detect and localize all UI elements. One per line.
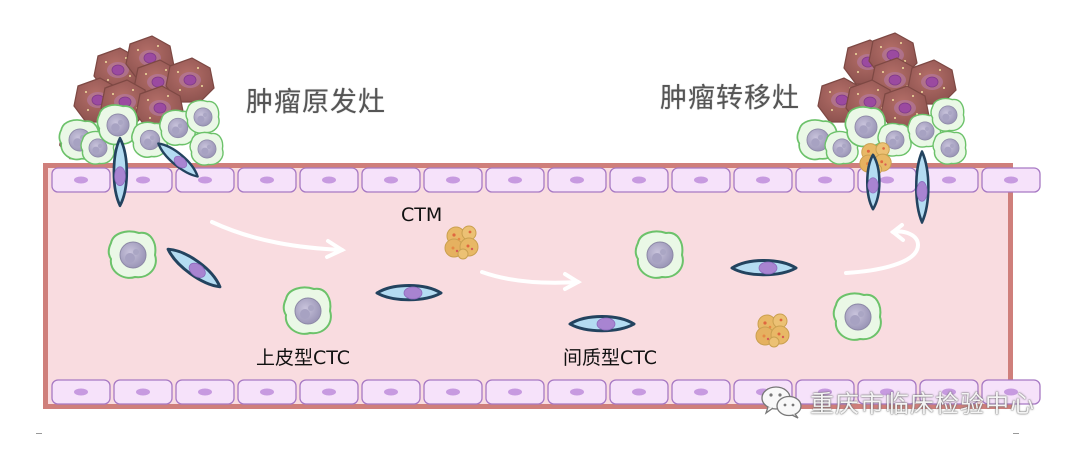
endothelial-cell xyxy=(795,167,855,193)
endothelial-cell xyxy=(981,167,1041,193)
vessel-lumen xyxy=(48,168,1008,404)
endothelial-cell xyxy=(51,167,111,193)
endothelial-cell xyxy=(547,167,607,193)
endothelial-cell xyxy=(733,167,793,193)
wechat-icon xyxy=(761,385,802,419)
ctm-cluster xyxy=(444,225,479,260)
ctm-label: CTM xyxy=(401,204,443,226)
flow-arrows xyxy=(210,220,921,291)
endothelial-cell xyxy=(113,379,173,405)
endothelial-cell xyxy=(361,379,421,405)
metastatic-tumor-label: 肿瘤转移灶 xyxy=(660,83,800,114)
endothelial-cell xyxy=(175,379,235,405)
ctm-cluster xyxy=(755,313,790,348)
endothelial-cell xyxy=(609,379,669,405)
flow-arrow-1 xyxy=(210,220,344,252)
blood-vessel xyxy=(43,163,1041,409)
epithelial-ctc-cell xyxy=(634,230,684,279)
endothelial-cell xyxy=(547,379,607,405)
epithelial-ctc-cell xyxy=(832,292,882,341)
flow-arrow-2 xyxy=(480,270,580,285)
endothelial-cell xyxy=(237,379,297,405)
endothelial-cell xyxy=(423,379,483,405)
corner-mark-left xyxy=(36,433,42,434)
primary-tumor-label: 肿瘤原发灶 xyxy=(246,87,386,118)
corner-mark-right xyxy=(1013,433,1019,434)
endothelial-cell xyxy=(361,167,421,193)
endothelial-cell xyxy=(237,167,297,193)
endothelial-cell xyxy=(485,379,545,405)
endothelial-cell xyxy=(299,379,359,405)
flow-arrow-3 xyxy=(844,229,921,275)
epithelial-ctc-cell xyxy=(282,286,332,335)
watermark-text: 重庆市临床检验中心 xyxy=(810,390,1035,418)
mesenchymal-ctc-cell xyxy=(375,284,443,302)
endothelial-cell xyxy=(423,167,483,193)
flow-arrow-2-head xyxy=(563,272,583,291)
mesenchymal-ctc-cell xyxy=(568,315,636,333)
watermark: 重庆市临床检验中心 xyxy=(760,384,1035,419)
flow-arrow-3-head xyxy=(889,223,905,242)
endothelial-cell xyxy=(609,167,669,193)
mesenchymal-ctc-cell xyxy=(730,259,798,277)
mesenchymal-ctc-label: 间质型CTC xyxy=(563,347,658,369)
flow-arrow-1-head xyxy=(325,239,347,259)
endothelial-cell xyxy=(671,167,731,193)
endothelial-cell xyxy=(51,379,111,405)
epithelial-ctc-cell xyxy=(107,230,157,279)
epithelial-ctc-label: 上皮型CTC xyxy=(256,347,351,369)
endothelial-cell xyxy=(485,167,545,193)
endothelial-cell xyxy=(671,379,731,405)
endothelial-cell xyxy=(299,167,359,193)
